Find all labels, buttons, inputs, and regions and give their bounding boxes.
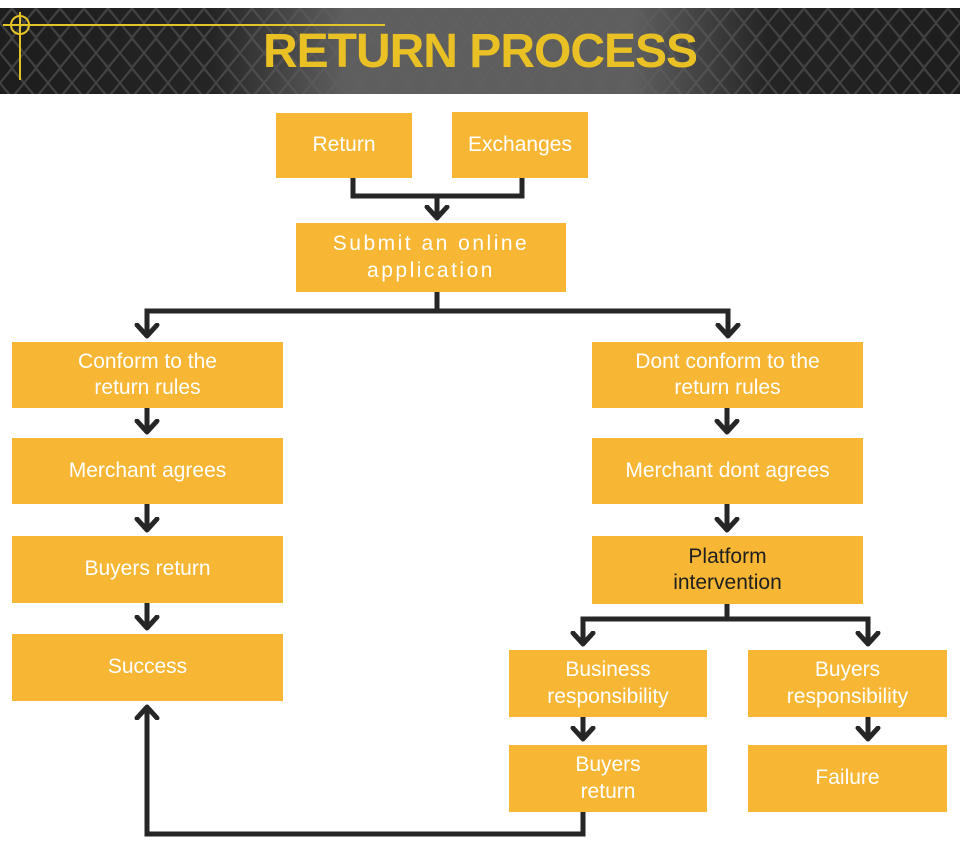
connector-split-left [147,308,437,336]
node-merchant-agrees: Merchant agrees [12,438,283,504]
connector-split-right [437,308,728,336]
node-return: Return [276,113,412,178]
node-buyers-return-right: Buyers return [509,745,707,812]
node-conform-rules: Conform to the return rules [12,342,283,408]
node-exchanges: Exchanges [452,112,588,178]
node-buyers-responsibility: Buyers responsibility [748,650,947,717]
connector-platform-buyersresp [727,616,868,644]
node-buyers-return-left: Buyers return [12,536,283,603]
page-title: RETURN PROCESS [262,24,698,78]
node-failure: Failure [748,745,947,812]
node-dont-conform-rules: Dont conform to the return rules [592,342,863,408]
node-submit-application: Submit an online application [296,223,566,292]
connector-merge-top [350,178,525,199]
connector-platform-business [583,616,727,644]
node-merchant-dont-agrees: Merchant dont agrees [592,438,863,504]
node-success: Success [12,634,283,701]
node-platform-intervention: Platform intervention [592,536,863,604]
header-banner: RETURN PROCESS [0,8,960,94]
node-business-responsibility: Business responsibility [509,650,707,717]
header-center-glow [0,8,960,94]
crosshair-ornament-icon [3,12,385,80]
connector-feedback-to-success [147,707,586,837]
